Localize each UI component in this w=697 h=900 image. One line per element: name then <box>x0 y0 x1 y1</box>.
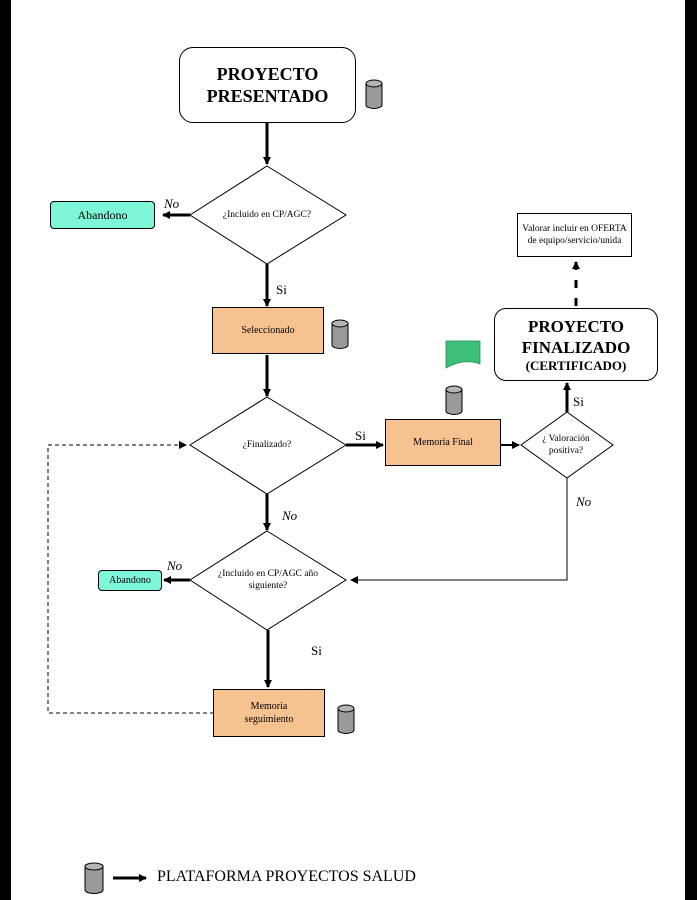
node-valorar-oferta-label: Valorar incluir en OFERTA de equipo/serv… <box>522 224 627 246</box>
database-icon <box>84 862 104 894</box>
decision-siguiente-label: ¿Incluido en CP/AGC año siguiente? <box>217 569 318 591</box>
database-icon <box>445 385 463 415</box>
database-icon <box>337 704 355 734</box>
node-memoria-seguimiento-label: Memoria seguimiento <box>244 701 294 725</box>
decision-valoracion-label: ¿ Valoración positiva? <box>542 434 590 456</box>
arrow-no-to-siguiente <box>350 478 568 584</box>
decision-siguiente-diamond <box>189 530 347 631</box>
decision-valoracion-diamond <box>520 411 614 479</box>
edge-label-si: Si <box>355 428 366 443</box>
node-seleccionado-label: Seleccionado <box>241 325 295 336</box>
node-valorar-oferta: Valorar incluir en OFERTA de equipo/serv… <box>517 213 632 257</box>
edge-label-no: No <box>164 196 180 211</box>
document-icon <box>445 340 481 369</box>
node-abandono-2-label: Abandono <box>109 575 151 586</box>
node-proyecto-finalizado-title: PROYECTO FINALIZADO <box>521 316 631 357</box>
node-proyecto-finalizado-sub: (CERTIFICADO) <box>525 357 627 373</box>
decision-finalizado-label: ¿Finalizado? <box>242 440 292 450</box>
node-proyecto-presentado-label: PROYECTO PRESENTADO <box>206 64 329 106</box>
node-abandono-1-label: Abandono <box>77 207 128 222</box>
edge-label-no: No <box>282 508 298 523</box>
node-memoria-seguimiento: Memoria seguimiento <box>213 689 325 737</box>
node-proyecto-finalizado: PROYECTO FINALIZADO (CERTIFICADO) <box>494 308 658 381</box>
node-memoria-final-label: Memoria Final <box>413 437 473 448</box>
node-proyecto-presentado: PROYECTO PRESENTADO <box>179 47 356 123</box>
database-icon <box>331 319 349 349</box>
node-abandono-2: Abandono <box>98 570 162 591</box>
edge-label-no: No <box>167 558 183 573</box>
node-seleccionado: Seleccionado <box>212 307 324 354</box>
edge-label-si: Si <box>573 394 584 409</box>
decision-finalizado-diamond <box>189 396 347 495</box>
node-abandono-1: Abandono <box>50 201 155 229</box>
database-icon <box>365 79 383 109</box>
node-memoria-final: Memoria Final <box>385 419 501 466</box>
edge-label-si: Si <box>276 282 287 297</box>
legend-label: PLATAFORMA PROYECTOS SALUD <box>157 868 416 885</box>
edge-label-no: No <box>576 494 592 509</box>
decision-incluido-label: ¿Incluido en CP/AGC? <box>222 210 312 220</box>
decision-incluido-diamond <box>189 165 347 265</box>
edge-label-si: Si <box>311 643 322 658</box>
